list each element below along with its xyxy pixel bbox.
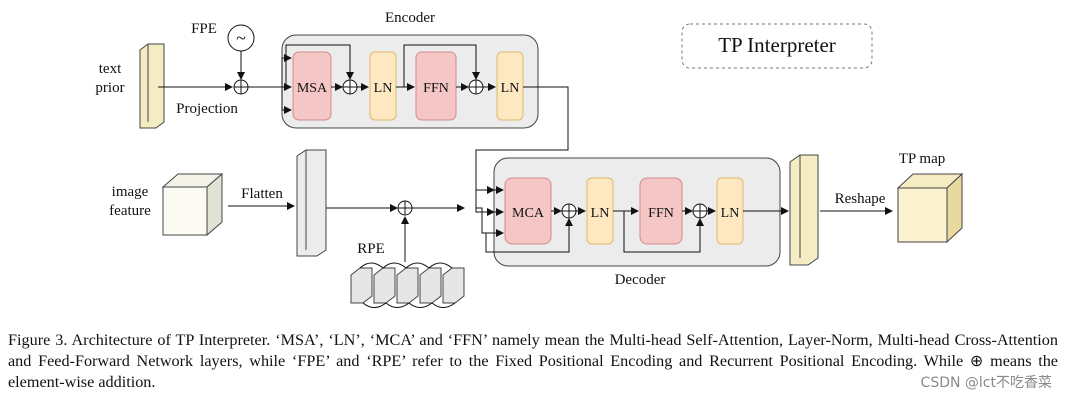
watermark: CSDN @lct不吃香菜 — [920, 375, 1052, 391]
fpe-label: FPE — [191, 21, 217, 37]
text-prior-tensor — [139, 43, 165, 129]
encoder-label: Encoder — [385, 10, 435, 26]
flattened-tensor — [296, 149, 327, 257]
encoder-ln2-label: LN — [501, 81, 520, 96]
tp-map-label: TP map — [899, 151, 946, 167]
title-box — [681, 23, 873, 69]
image-feature-label-line1: image — [112, 184, 149, 200]
encoder-msa-block — [292, 51, 332, 121]
image-feature-label-line2: feature — [109, 203, 151, 219]
reshape-label: Reshape — [835, 191, 886, 207]
decoder-mca-label: MCA — [512, 206, 545, 221]
flatten-label: Flatten — [241, 186, 283, 202]
encoder-arrows — [281, 44, 569, 216]
decoder-add1-icon — [561, 203, 577, 219]
encoder-ln1-block — [369, 51, 397, 121]
projection-label: Projection — [176, 101, 238, 117]
encoder-add1-icon — [342, 79, 358, 95]
encoder-add2-icon — [468, 79, 484, 95]
encoder-msa-label: MSA — [297, 81, 328, 96]
decoder-ln1-label: LN — [591, 206, 610, 221]
rpe-loop-arrows — [359, 262, 456, 308]
text-prior-label-line2: prior — [95, 80, 124, 96]
figure-caption: Figure 3. Architecture of TP Interpreter… — [8, 331, 1058, 391]
diagram-title: TP Interpreter — [718, 33, 836, 57]
decoder-ln2-label: LN — [721, 206, 740, 221]
fpe-add-icon — [233, 79, 249, 95]
encoder-ln2-block — [496, 51, 524, 121]
output-tensor — [789, 154, 819, 266]
decoder-label: Decoder — [615, 272, 666, 288]
tp-map-cube — [896, 172, 964, 244]
rpe-recurrent-blocks — [350, 267, 465, 304]
architecture-diagram: TP Interpreter Encoder MSA LN FFN LN FPE… — [95, 10, 964, 308]
encoder-ffn-label: FFN — [423, 81, 449, 96]
rpe-label: RPE — [357, 241, 385, 257]
fpe-symbol: ~ — [236, 28, 246, 48]
rpe-add-icon — [397, 200, 413, 216]
decoder-ffn-label: FFN — [648, 206, 674, 221]
image-feature-cube — [161, 172, 224, 237]
text-prior-label-line1: text — [99, 61, 122, 77]
encoder-ffn-block — [415, 51, 457, 121]
decoder-arrows — [476, 186, 789, 253]
encoder-ln1-label: LN — [374, 81, 393, 96]
decoder-add2-icon — [692, 203, 708, 219]
